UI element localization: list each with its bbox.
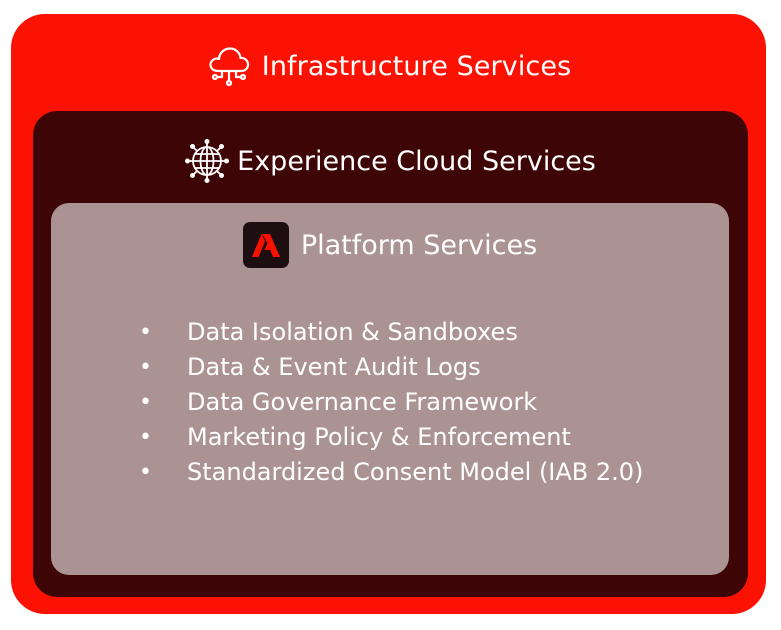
list-item-label: Data Isolation & Sandboxes	[187, 318, 518, 346]
list-item-label: Data Governance Framework	[187, 388, 538, 416]
platform-services-header: Platform Services	[51, 222, 729, 268]
list-item: • Data & Event Audit Logs	[139, 350, 643, 385]
list-item-label: Standardized Consent Model (IAB 2.0)	[187, 458, 644, 486]
list-item: • Data Governance Framework	[139, 385, 643, 420]
list-item: • Data Isolation & Sandboxes	[139, 315, 643, 350]
infrastructure-services-header: Infrastructure Services	[11, 44, 766, 88]
bullet-icon: •	[139, 320, 152, 345]
bullet-icon: •	[139, 460, 152, 485]
adobe-logo-icon	[242, 222, 289, 268]
bullet-icon: •	[139, 425, 152, 450]
bullet-icon: •	[139, 390, 152, 415]
infrastructure-services-title: Infrastructure Services	[261, 50, 572, 82]
list-item-label: Data & Event Audit Logs	[187, 353, 481, 381]
globe-network-icon	[185, 138, 230, 184]
platform-services-title: Platform Services	[300, 229, 538, 261]
bullet-icon: •	[139, 355, 152, 380]
experience-cloud-services-header: Experience Cloud Services	[33, 138, 748, 184]
cloud-network-icon	[206, 44, 252, 88]
platform-services-list: • Data Isolation & Sandboxes • Data & Even…	[139, 315, 643, 490]
list-item: • Marketing Policy & Enforcement	[139, 420, 643, 455]
list-item-label: Marketing Policy & Enforcement	[187, 423, 571, 451]
experience-cloud-services-title: Experience Cloud Services	[237, 145, 596, 177]
infrastructure-services-box: Infrastructure Services	[11, 14, 766, 614]
platform-services-box: Platform Services • Data Isolation & Sand…	[51, 203, 729, 575]
list-item: • Standardized Consent Model (IAB 2.0)	[139, 455, 643, 490]
